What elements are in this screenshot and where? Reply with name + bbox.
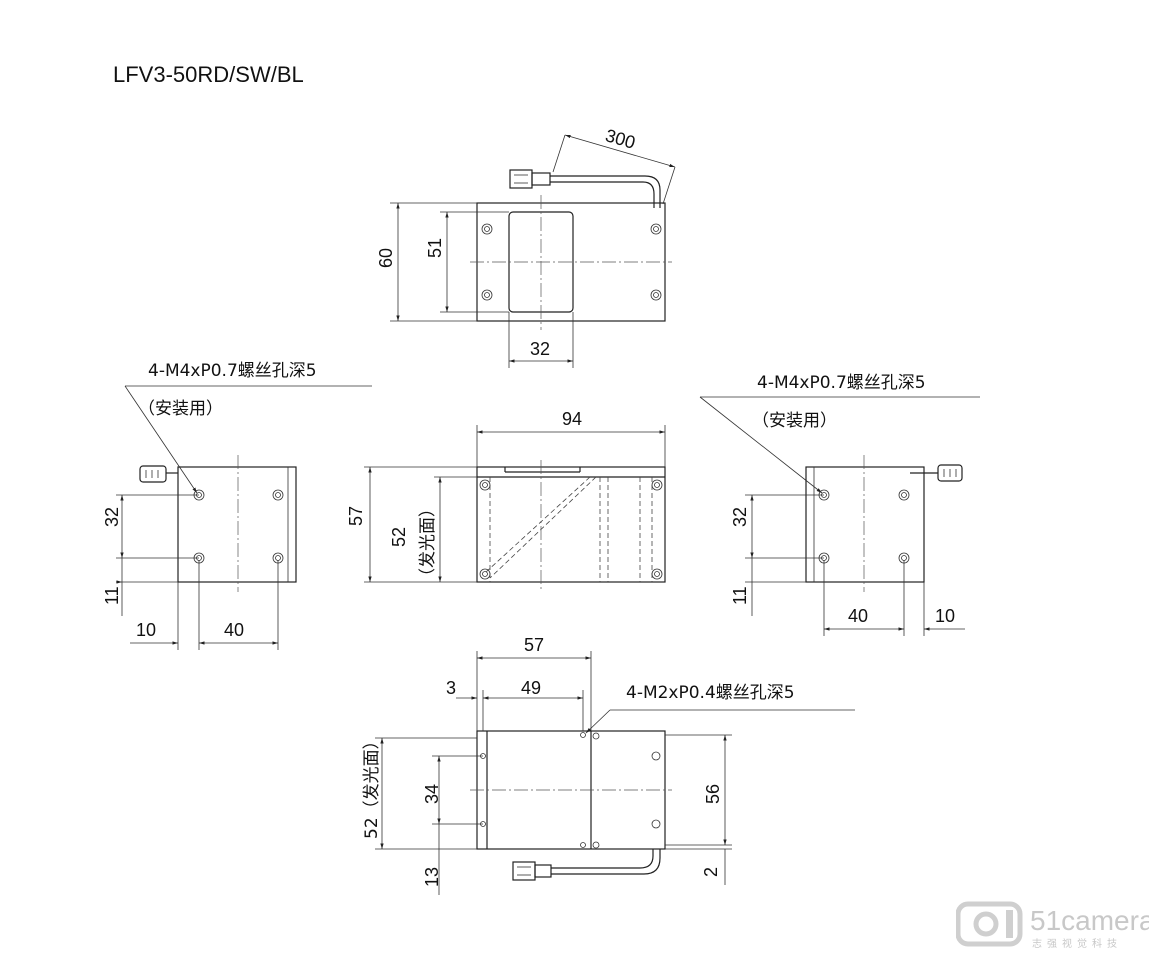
dim-height-inner: 51	[425, 238, 445, 258]
dim-right-h-offset: 10	[935, 606, 955, 626]
mount-hole	[651, 479, 663, 491]
mount-hole	[479, 568, 491, 580]
dim-left-h-offset: 10	[136, 620, 156, 640]
mount-hole	[651, 751, 661, 761]
dim-right-v-pitch: 32	[730, 507, 750, 527]
dim-left-v-pitch: 32	[102, 507, 122, 527]
bottom-view: 57 3 49 4-M2xP0.4螺丝孔深5 52（发光面） 34 13 56 …	[362, 635, 855, 895]
mount-hole	[272, 489, 284, 501]
dim-bottom-offset-bottom: 13	[422, 867, 442, 887]
cable-connector	[512, 849, 661, 881]
mount-hole	[580, 732, 586, 738]
dim-front-height-emit: 52	[389, 527, 409, 547]
dim-front-height-outer: 57	[346, 506, 366, 526]
mount-hole	[479, 479, 491, 491]
top-view: 300 60 51 32	[376, 125, 676, 368]
watermark-brand: 51camera	[1030, 905, 1149, 936]
dim-left-h-pitch: 40	[224, 620, 244, 640]
right-view: 4-M4xP0.7螺丝孔深5 （安装用） 32 11 40 10	[699, 373, 980, 636]
dim-bottom-width-inner: 49	[521, 678, 541, 698]
mount-hole	[481, 223, 493, 235]
dim-cable-length: 300	[603, 125, 637, 153]
dim-right-h-pitch: 40	[848, 606, 868, 626]
dim-front-width: 94	[562, 409, 582, 429]
side-connector	[910, 464, 963, 482]
dim-left-v-offset: 11	[102, 586, 122, 605]
right-thread-note: 4-M4xP0.7螺丝孔深5	[757, 373, 926, 393]
left-view: 4-M4xP0.7螺丝孔深5 （安装用） 32 11 10 40	[102, 361, 372, 650]
dim-bottom-width-total: 57	[524, 635, 544, 655]
drawing-title: LFV3-50RD/SW/BL	[113, 62, 304, 87]
front-emit-label: （发光面）	[418, 500, 438, 585]
side-connector	[139, 465, 178, 483]
mount-hole	[651, 568, 663, 580]
dim-right-v-offset: 11	[730, 586, 750, 605]
mount-hole	[898, 489, 910, 501]
mount-hole	[592, 732, 600, 740]
dim-bottom-offset: 3	[446, 678, 456, 698]
left-thread-note: 4-M4xP0.7螺丝孔深5	[148, 361, 317, 381]
dim-bottom-gap: 2	[701, 867, 721, 877]
mount-hole	[650, 289, 662, 301]
watermark-subtitle: 志强视觉科技	[1032, 939, 1122, 950]
front-view: 94 57 52 （发光面）	[346, 409, 666, 590]
dim-window-width: 32	[530, 339, 550, 359]
mount-hole	[481, 289, 493, 301]
dim-height-outer: 60	[376, 248, 396, 268]
dim-bottom-emit-height: 52（发光面）	[362, 732, 382, 839]
bottom-thread-note: 4-M2xP0.4螺丝孔深5	[626, 683, 795, 703]
mount-hole	[592, 841, 600, 849]
mount-hole	[650, 223, 662, 235]
left-usage-note: （安装用）	[138, 399, 223, 419]
dim-bottom-pitch: 34	[422, 784, 442, 804]
mount-hole	[651, 819, 661, 829]
right-usage-note: （安装用）	[752, 411, 837, 431]
mount-hole	[580, 842, 586, 848]
watermark-logo-icon	[956, 901, 1023, 947]
dim-bottom-height: 56	[703, 784, 723, 804]
cable-connector	[509, 169, 661, 208]
